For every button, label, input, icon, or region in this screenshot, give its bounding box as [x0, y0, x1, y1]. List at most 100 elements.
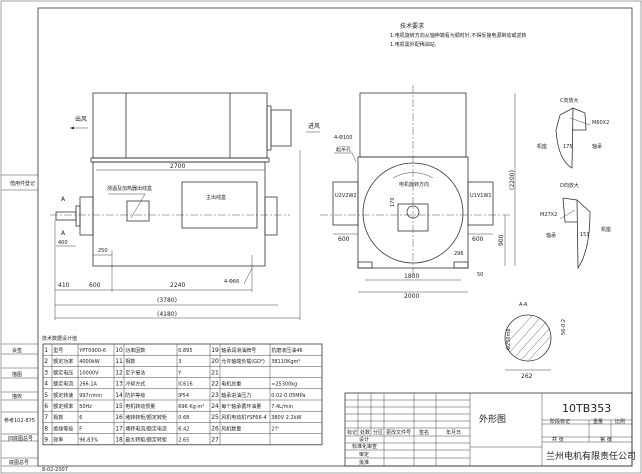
section-aa-key: 56-0.2	[561, 319, 567, 335]
table-cell: 2.65	[178, 438, 189, 444]
table-cell: F	[79, 426, 82, 432]
table-cell: 3	[44, 369, 48, 376]
table-cell: 允许轴端负载(GD²)	[221, 358, 265, 365]
table-cell: 1	[44, 347, 48, 354]
table-cell: 风机电动机YSF66-4	[221, 414, 266, 421]
table-cell: 防护等级	[125, 392, 145, 399]
base-label: 底图总号	[9, 459, 29, 466]
dim-2200: (2200)	[509, 170, 516, 190]
ref-label: 参考102-875	[4, 417, 35, 424]
table-cell: 风机数量	[221, 425, 241, 432]
table-cell: 18	[115, 437, 123, 444]
dim-250: 250	[98, 248, 108, 254]
countersign-label: 会签	[12, 347, 22, 354]
weight-label: 重量	[593, 418, 603, 425]
table-cell: 16	[115, 414, 123, 421]
rotation-label: 电机旋转方向	[399, 181, 429, 188]
table-cell: 电机转动惯量	[125, 403, 155, 410]
table-cell: 380V 2.2kW	[271, 415, 301, 421]
detail-d: D向放大 M27X2 轴承 151 机座	[540, 182, 611, 270]
table-cell: 0.895	[178, 348, 192, 354]
inner-frame	[37, 7, 633, 467]
section-mark-bottom: A	[61, 230, 66, 237]
table-cell: 2个	[271, 426, 279, 432]
role-design: 设计	[359, 436, 369, 443]
table-cell: ≈25300kg	[271, 382, 297, 388]
table-cell: 38110Kgm²	[271, 359, 300, 365]
dim-3780: (3780)	[157, 297, 177, 304]
table-cell: 17	[115, 425, 123, 432]
table-cell: 5	[44, 392, 48, 399]
check-label: 描校	[12, 393, 22, 400]
col-count: 处数	[360, 429, 370, 436]
table-cell: 额定电压	[53, 369, 73, 376]
table-cell: 额定转速	[53, 392, 73, 399]
table-cell: 50Hz	[79, 404, 92, 410]
front-view: U2V2W2 U1V1W1 电机旋转方向 4-Φ100 起吊孔 600 600 …	[320, 85, 516, 300]
table-cell: 22	[211, 381, 219, 388]
dim-296: 296	[454, 251, 464, 257]
dim-2700: 2700	[170, 163, 185, 170]
table-cell: 轴承进油压力	[221, 392, 251, 399]
table-cell: 14	[115, 392, 123, 399]
table-cell: 2	[44, 358, 48, 365]
air-in-label: 进风	[308, 122, 320, 130]
table-cell: 轴承润滑油牌号	[221, 347, 256, 354]
table-cell: 10	[115, 347, 123, 354]
table-cell: 0.02-0.05MPa	[271, 393, 305, 399]
technical-notes: 技术要求 1.电机旋转方向从轴伸端看为顺时针,不得反接电源制动或逆转 1.电机需…	[390, 22, 526, 48]
company-name: 兰州电机有限责任公司	[546, 450, 636, 462]
table-cell: Y	[177, 370, 182, 376]
dim-410: 410	[58, 282, 70, 289]
table-cell: 极数	[53, 414, 63, 421]
detail-c-dim: 175	[563, 144, 573, 150]
terminal-right: U1V1W1	[470, 193, 492, 199]
table-cell: 堵转电流/额定电流	[125, 425, 167, 432]
table-cell: 23	[211, 392, 219, 399]
dim-400: 400	[58, 240, 68, 246]
table-cell: 7	[44, 414, 48, 421]
table-cell: 6	[44, 403, 48, 410]
table-cell: 堵转转矩/额定转矩	[125, 414, 167, 421]
scale-label: 比例	[615, 418, 625, 425]
dim-600-right: 600	[472, 236, 484, 243]
detail-c-right: 轴承	[592, 143, 602, 150]
table-cell: 6.42	[178, 426, 189, 432]
table-cell: 12	[115, 369, 123, 376]
table-cell: 额定电流	[53, 381, 73, 388]
dim-50: 50	[477, 272, 483, 278]
dim-4180: (4180)	[157, 311, 177, 318]
table-cell: 0.68	[178, 415, 189, 421]
detail-c: C向放大 M60X2 机座 175 轴承	[537, 97, 609, 169]
table-cell: 11	[115, 358, 123, 365]
drawing-number: 10TB353	[562, 402, 611, 415]
role-approve: 批准	[359, 459, 369, 466]
table-cell: 997r/min	[79, 393, 102, 399]
table-cell: 15	[115, 403, 123, 410]
dim-2240: 2240	[170, 282, 185, 289]
col-mark: 标记	[347, 429, 357, 436]
role-review: 审定	[359, 451, 369, 458]
sheets-label: 共 张	[552, 436, 564, 443]
section-aa: A-A Φ250m6 56-0.2 262	[504, 302, 567, 380]
table-cell: 24	[211, 403, 219, 410]
col-signature: 签名	[419, 429, 429, 436]
detail-c-left: 机座	[537, 143, 547, 150]
table-cell: IP54	[178, 393, 189, 399]
dim-170: 170	[390, 197, 396, 207]
table-cell: 4000kW	[79, 359, 100, 365]
table-cell: 最大转矩/额定转矩	[125, 437, 167, 444]
detail-c-title: C向放大	[560, 97, 579, 104]
dim-900: 900	[498, 234, 505, 246]
old-base-label: 旧底图总号	[8, 435, 33, 442]
detail-d-left: 轴承	[546, 232, 556, 239]
table-cell: 型号	[53, 347, 63, 354]
table-cell: 功率因数	[125, 347, 145, 354]
date-label: 8-02-2007	[42, 467, 68, 473]
role-std: 标准化审查	[352, 443, 377, 450]
sheet-label: 第 张	[600, 436, 612, 443]
section-aa-title: A-A	[519, 302, 528, 308]
table-cell: 25	[211, 414, 219, 421]
